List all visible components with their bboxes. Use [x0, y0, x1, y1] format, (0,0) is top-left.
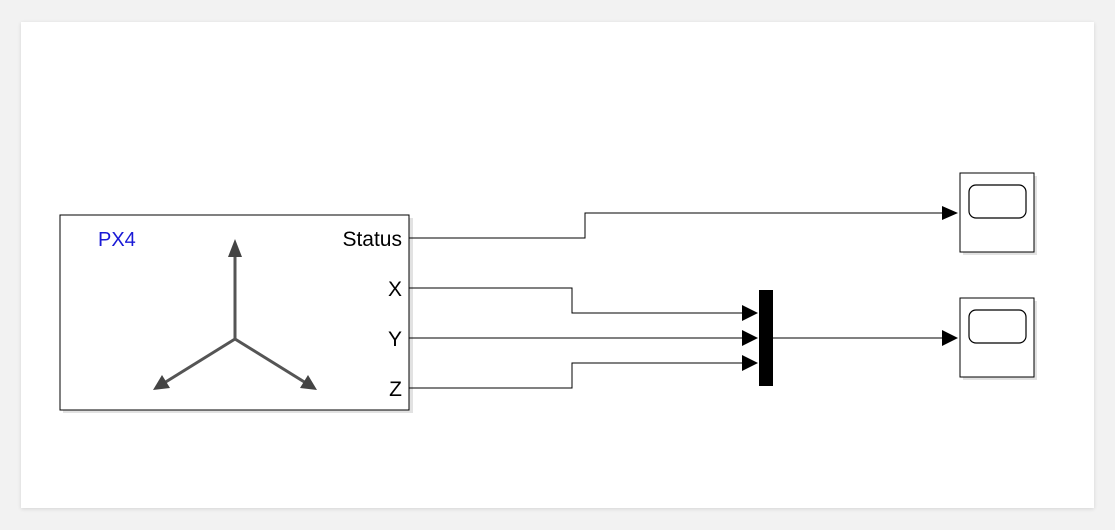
arrowhead-status-scope	[942, 206, 958, 220]
scope-block-status[interactable]	[959, 172, 1037, 255]
arrowhead-z-mux	[742, 355, 758, 371]
arrowhead-x-mux	[742, 305, 758, 321]
port-label-z: Z	[389, 378, 402, 401]
xyz-axes-icon	[153, 239, 317, 390]
arrowhead-mux-scope	[942, 330, 958, 346]
signal-line-z[interactable]	[409, 362, 742, 389]
px4-block-title: PX4	[98, 229, 136, 251]
port-label-status: Status	[342, 228, 402, 251]
signal-line-status[interactable]	[409, 212, 942, 239]
port-label-x: X	[388, 278, 402, 301]
scope-icon	[968, 184, 1027, 219]
port-label-y: Y	[388, 328, 402, 351]
arrowhead-y-mux	[742, 330, 758, 346]
mux-block[interactable]	[759, 290, 773, 386]
scope-block-xyz[interactable]	[959, 297, 1037, 380]
scope-icon	[968, 309, 1027, 344]
px4-block[interactable]: PX4 Status X Y Z	[59, 214, 413, 413]
signal-line-x[interactable]	[409, 287, 742, 314]
